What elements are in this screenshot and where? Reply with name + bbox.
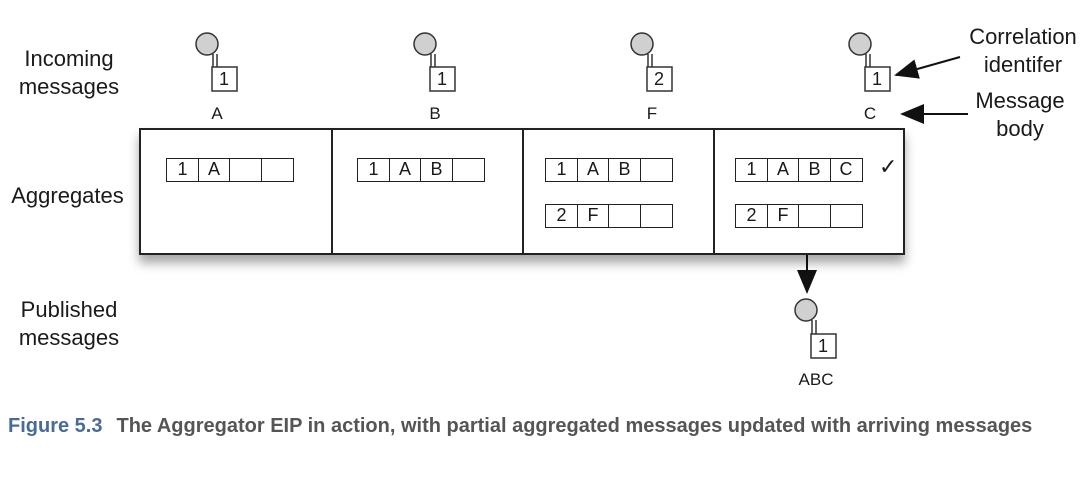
aggregate-cell: A	[576, 158, 610, 182]
aggregate-cell: 2	[735, 204, 768, 228]
message-body-annotation: Message body	[975, 88, 1065, 141]
incoming-f-body: F	[646, 104, 658, 123]
incoming-messages-label: Incoming messages	[18, 46, 120, 99]
aggregate-cell: 1	[545, 158, 578, 182]
aggregate-row: 1 A B C	[735, 158, 863, 182]
figure-caption: Figure 5.3 The Aggregator EIP in action, …	[8, 412, 1068, 440]
figure-number: Figure 5.3	[8, 415, 103, 437]
aggregate-cell: A	[388, 158, 422, 182]
aggregate-cell	[639, 158, 673, 182]
incoming-b-body: B	[429, 104, 441, 123]
aggregate-row: 1 A B	[357, 158, 485, 182]
complete-check-icon: ✓	[879, 154, 898, 179]
aggregate-cell: A	[766, 158, 800, 182]
published-message-icon	[794, 298, 837, 359]
aggregate-cell: F	[576, 204, 610, 228]
aggregate-cell: A	[197, 158, 231, 182]
aggregate-cell: C	[829, 158, 863, 182]
incoming-message-a-icon	[195, 32, 238, 92]
incoming-c-body: C	[863, 104, 877, 123]
aggregate-cell: 1	[735, 158, 768, 182]
aggregate-cell	[639, 204, 673, 228]
aggregate-row: 2 F	[735, 204, 863, 228]
correlation-identifier-annotation: Correlation identifer	[969, 24, 1077, 77]
aggregates-panel: 1 A 1 A B 1 A B 2 F 1 A B C ✓ 2 F	[139, 128, 905, 255]
published-body: ABC	[798, 370, 834, 389]
incoming-a-body: A	[211, 104, 223, 123]
figure-caption-text: The Aggregator EIP in action, with parti…	[116, 415, 1033, 437]
panel-divider	[522, 130, 524, 253]
aggregates-label: Aggregates	[11, 183, 124, 208]
incoming-message-c-icon	[848, 32, 891, 92]
aggregate-row: 1 A B	[545, 158, 673, 182]
panel-divider	[713, 130, 715, 253]
incoming-f-corr: 2	[653, 69, 664, 89]
aggregate-cell: 1	[357, 158, 390, 182]
aggregate-cell	[829, 204, 863, 228]
aggregate-cell: 1	[166, 158, 199, 182]
aggregate-cell	[260, 158, 294, 182]
aggregate-cell: 2	[545, 204, 578, 228]
aggregate-cell	[229, 158, 262, 182]
aggregate-cell	[798, 204, 831, 228]
aggregate-cell: B	[798, 158, 831, 182]
published-corr: 1	[817, 336, 828, 356]
incoming-message-b-icon	[413, 32, 456, 92]
aggregate-cell: F	[766, 204, 800, 228]
panel-divider	[331, 130, 333, 253]
incoming-message-f-icon	[630, 32, 673, 92]
published-messages-label: Published messages	[18, 297, 120, 350]
correlation-arrow	[894, 56, 961, 79]
aggregate-row: 1 A	[166, 158, 294, 182]
aggregate-cell	[451, 158, 485, 182]
aggregate-cell	[608, 204, 641, 228]
aggregate-row: 2 F	[545, 204, 673, 228]
incoming-c-corr: 1	[871, 69, 882, 89]
aggregate-cell: B	[420, 158, 453, 182]
incoming-a-corr: 1	[218, 69, 229, 89]
aggregate-cell: B	[608, 158, 641, 182]
incoming-b-corr: 1	[436, 69, 447, 89]
